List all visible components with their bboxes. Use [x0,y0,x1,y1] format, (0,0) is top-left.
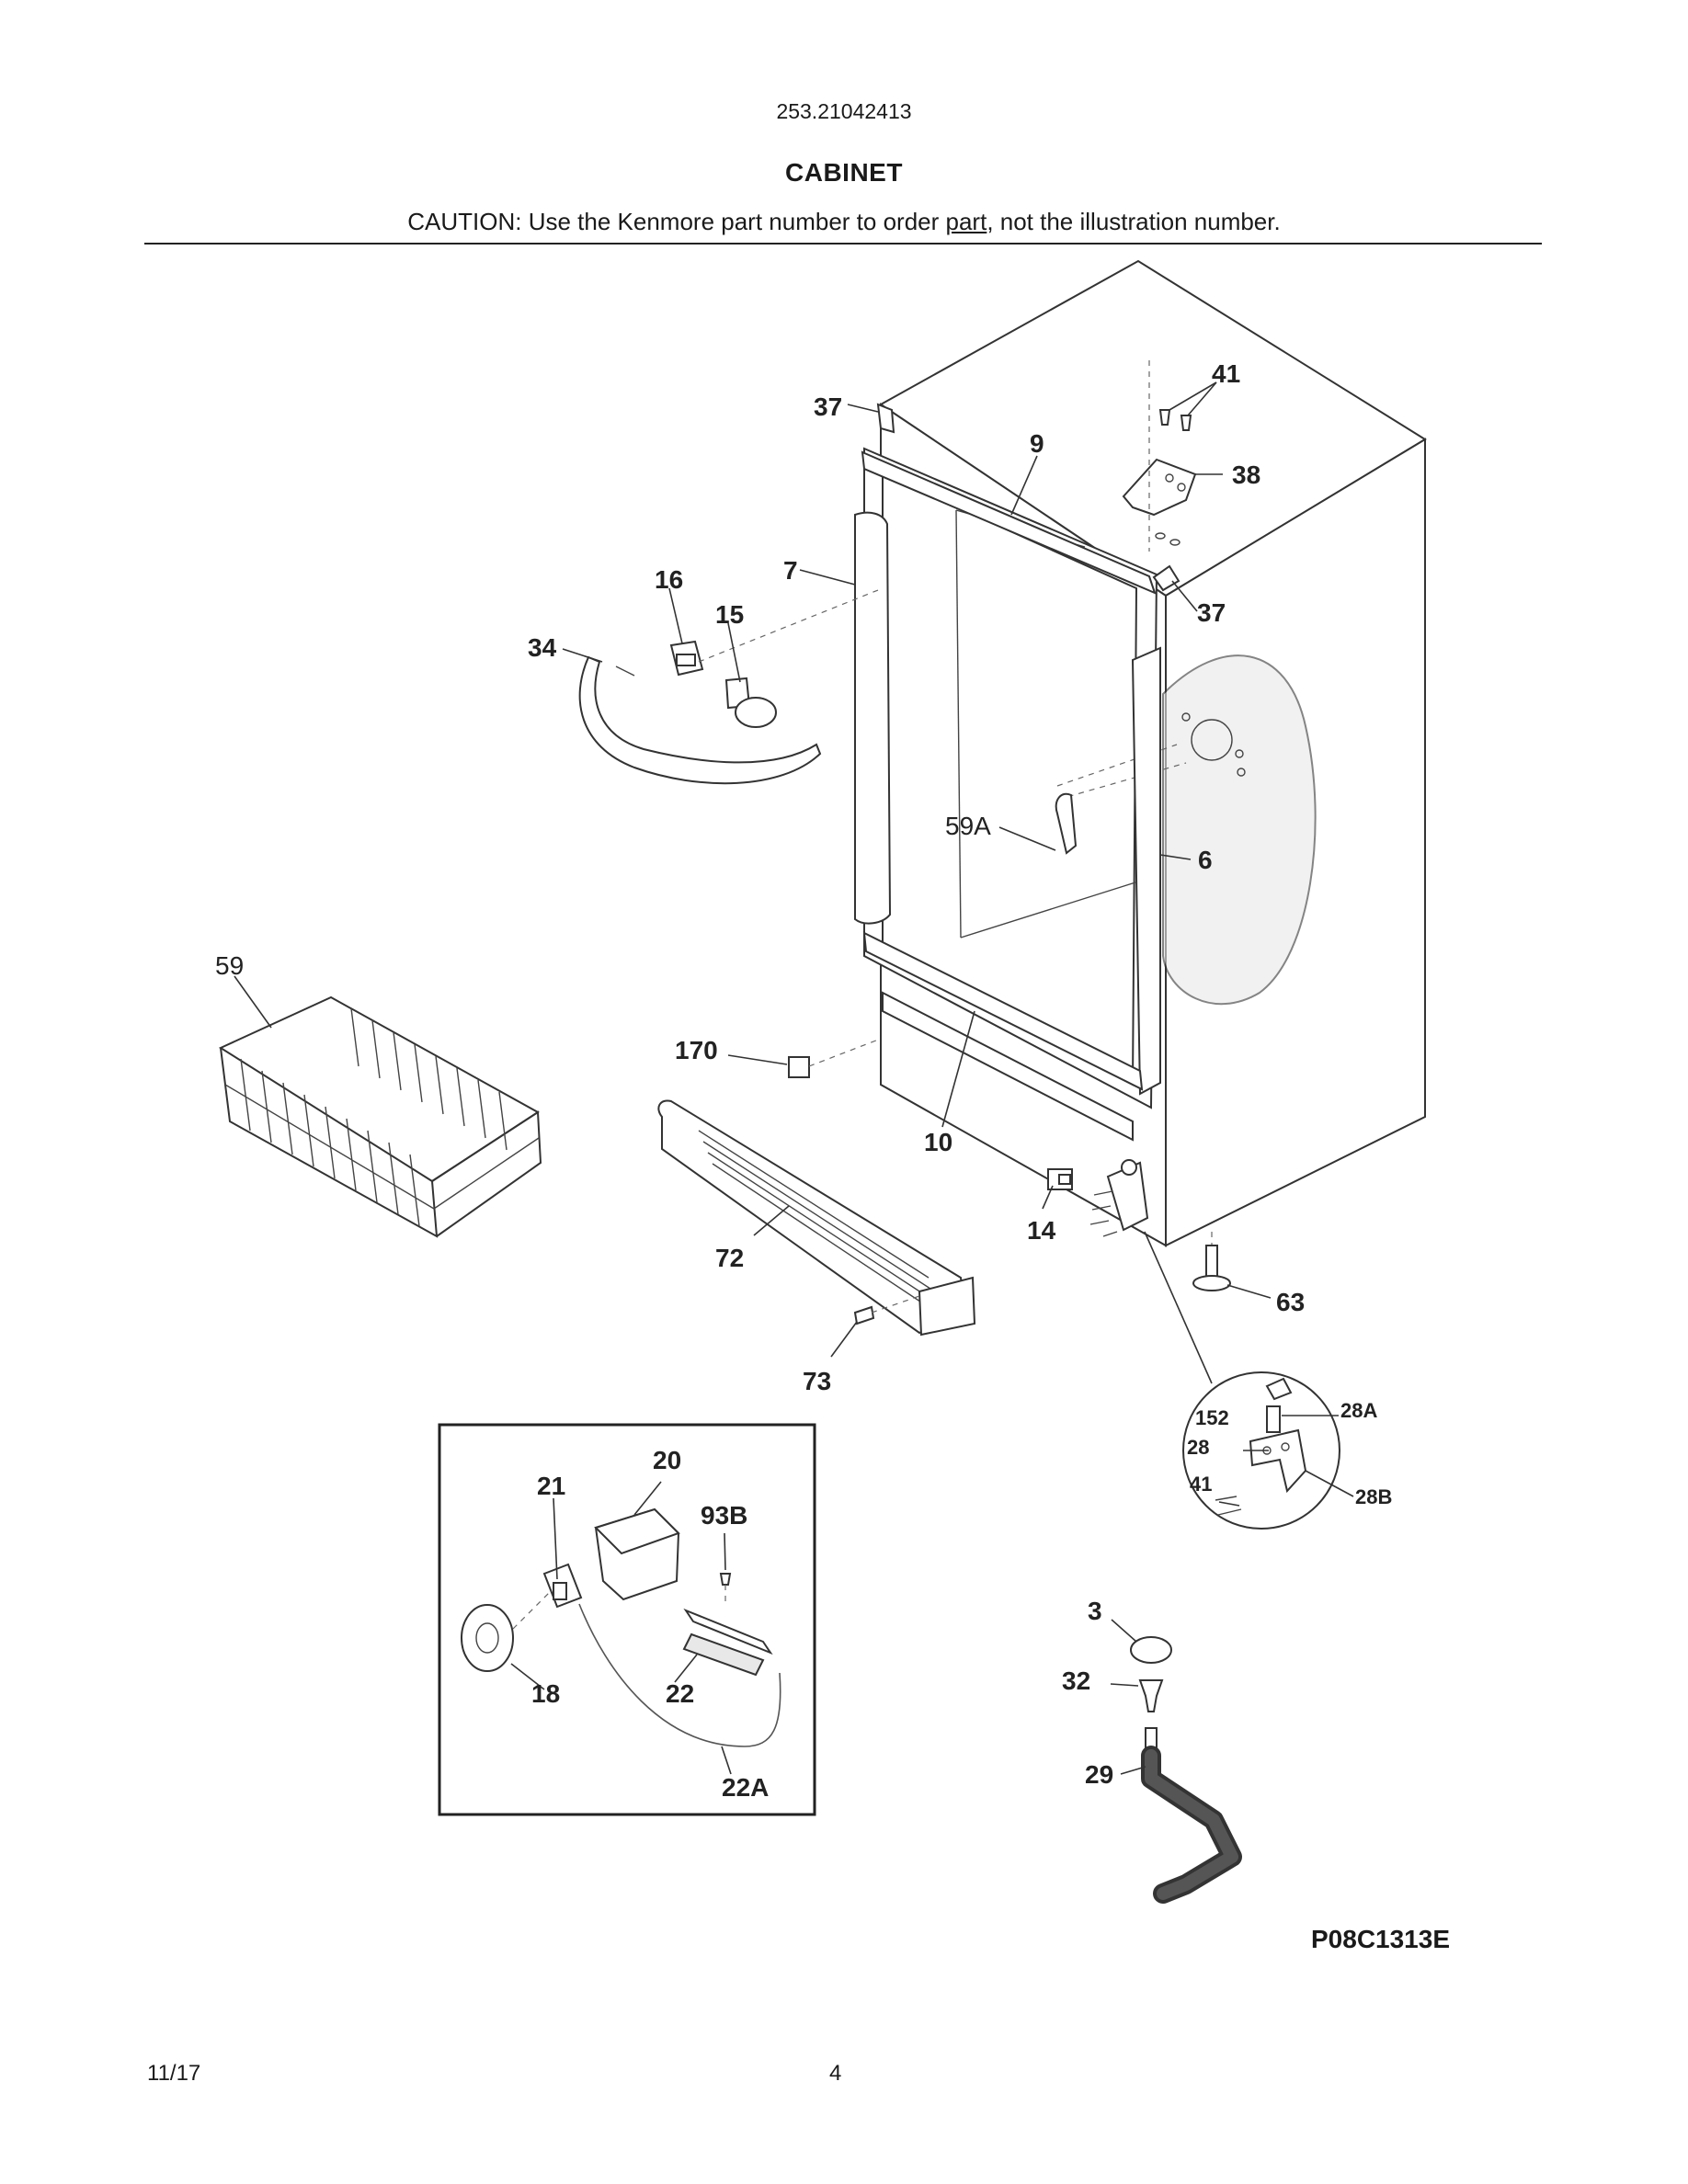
callout-170: 170 [675,1036,718,1064]
fan-motor [542,1563,583,1609]
fan-blade [461,1604,514,1672]
callout-14: 14 [1027,1216,1056,1245]
callout-18: 18 [531,1679,560,1708]
door-switch [788,1056,810,1078]
drain-assembly [1130,1636,1242,1904]
callout-37-top-right: 37 [1197,598,1226,627]
callout-41-detail: 41 [1190,1473,1212,1496]
breaker-strip-top [861,450,1157,595]
drain-adapter [1138,1679,1164,1712]
toe-grille [657,1099,976,1337]
footer-date: 11/17 [147,2061,201,2086]
light-socket [669,640,704,677]
defrost-inset-box [438,1423,816,1816]
page-number: 4 [829,2061,842,2086]
light-bulb [724,677,777,728]
shelf-support-bracket [1055,792,1078,855]
callout-28: 28 [1187,1436,1209,1459]
grille-screw [853,1305,875,1325]
caution-note: CAUTION: Use the Kenmore part number to … [0,208,1688,236]
drawing-code: P08C1313E [1311,1925,1451,1953]
bottom-hinge-assembly [1089,1159,1149,1237]
callout-21: 21 [537,1472,565,1500]
section-title: CABINET [785,158,903,187]
drain-plug [1130,1636,1172,1664]
defrost-heater [682,1608,773,1677]
callout-34: 34 [528,633,557,662]
fan-shroud [594,1507,680,1601]
heater-harness [578,1603,781,1747]
callout-29: 29 [1085,1760,1113,1789]
callout-3: 3 [1088,1597,1102,1625]
header-rule [144,243,1542,245]
callout-7: 7 [783,556,798,585]
breaker-strip-left [854,511,892,925]
callout-10: 10 [924,1128,952,1156]
heater-screw [719,1573,732,1586]
leveling-leg [1192,1232,1231,1291]
top-hinge [1122,458,1197,546]
wire-basket [218,995,542,1238]
callout-32: 32 [1062,1666,1090,1695]
callout-6: 6 [1198,846,1213,874]
corner-cap-top-right [1152,564,1180,592]
callout-37-top-left: 37 [814,392,842,421]
caution-suffix: , not the illustration number. [987,208,1281,235]
callout-59: 59 [215,951,244,980]
breaker-strip-right [1131,646,1161,1096]
model-number: 253.21042413 [776,99,912,123]
callout-73: 73 [803,1367,831,1395]
callout-22: 22 [666,1679,694,1708]
caution-prefix: CAUTION: Use the Kenmore part number to … [407,208,946,235]
callout-22a: 22A [722,1773,769,1802]
power-switch [1047,1168,1073,1190]
callout-28b: 28B [1355,1485,1392,1508]
callout-152: 152 [1195,1406,1229,1429]
door-liner [863,447,1187,1109]
caution-underlined-word: part [945,208,987,235]
hinge-screws-top [1148,360,1192,552]
callout-63: 63 [1276,1288,1305,1316]
callout-93b: 93B [701,1501,747,1530]
callout-38: 38 [1232,461,1260,489]
hinge-detail-circle [1144,1231,1340,1530]
light-shield [578,587,884,785]
callout-20: 20 [653,1446,681,1474]
callout-28a: 28A [1340,1399,1377,1422]
breaker-strip-bottom [862,931,1144,1142]
callout-72: 72 [715,1244,744,1272]
leader-lines [234,381,1354,1775]
corner-cap-top-left [876,403,895,434]
callout-15: 15 [715,600,744,629]
callout-41-top: 41 [1212,359,1240,388]
callout-16: 16 [655,565,683,594]
callout-9: 9 [1030,429,1044,458]
callout-59a: 59A [945,812,991,840]
